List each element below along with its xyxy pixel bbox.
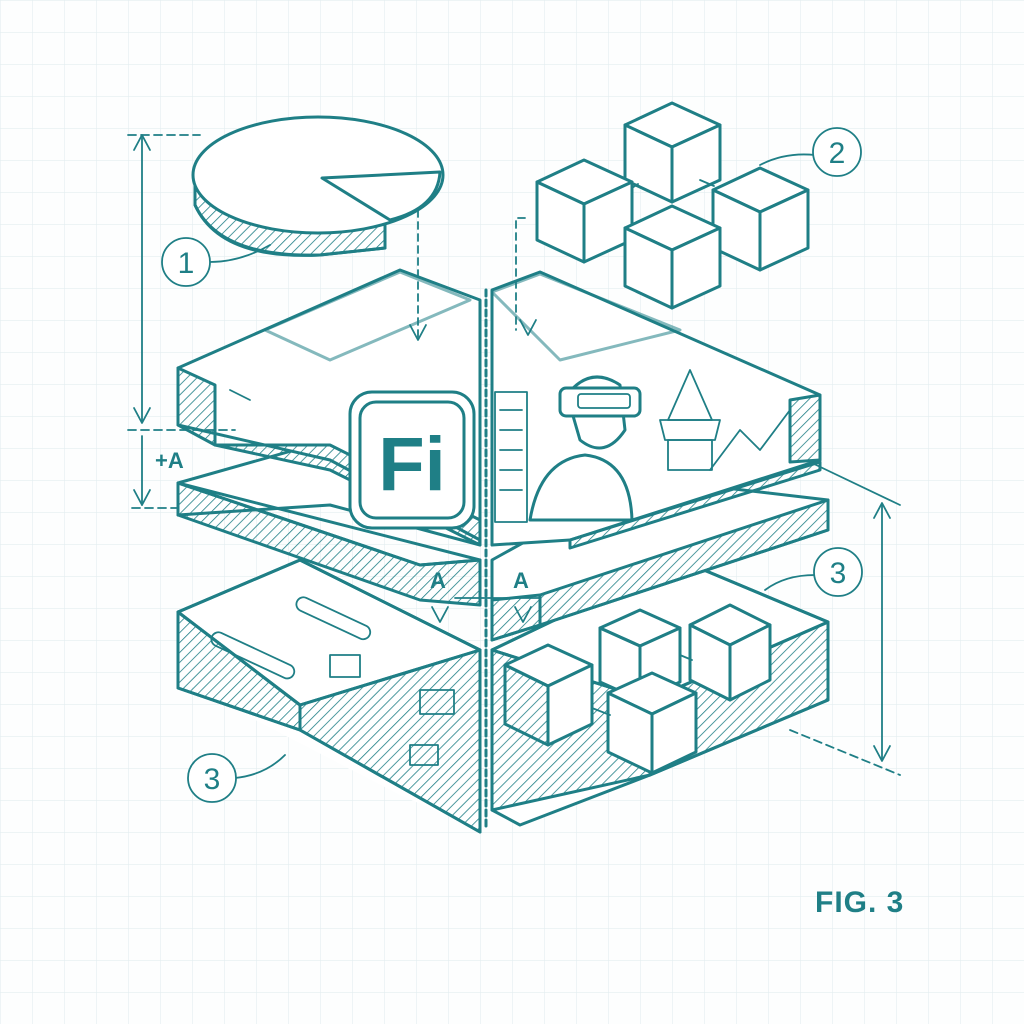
callout-3-right: 3 bbox=[813, 547, 863, 597]
callout-3-left-label: 3 bbox=[204, 763, 221, 796]
dimension-label-plus-a: +A bbox=[155, 448, 184, 473]
callout-3-right-label: 3 bbox=[830, 557, 847, 590]
callout-1-label: 1 bbox=[178, 247, 195, 280]
callout-2: 2 bbox=[812, 127, 862, 177]
dimension-lines bbox=[127, 134, 901, 776]
dimension-label-a-right: A bbox=[513, 568, 529, 593]
callout-3-left: 3 bbox=[187, 753, 237, 803]
fi-logo-text: Fi bbox=[378, 422, 446, 507]
dimension-label-a-left: A bbox=[430, 568, 446, 593]
cube-t3 bbox=[711, 166, 810, 272]
fi-logo-badge: Fi bbox=[348, 390, 476, 530]
vr-person bbox=[528, 375, 642, 522]
cube-network-bottom bbox=[503, 603, 772, 775]
cube-b2 bbox=[688, 603, 772, 702]
vr-city-scene bbox=[494, 369, 791, 523]
callout-leaders bbox=[209, 153, 816, 779]
callout-2-label: 2 bbox=[829, 137, 846, 170]
cube-b4 bbox=[606, 671, 698, 775]
vr-headset-icon bbox=[558, 386, 642, 418]
cube-b3 bbox=[503, 643, 594, 747]
callout-1: 1 bbox=[161, 237, 211, 287]
bottom-layer-left bbox=[176, 558, 482, 834]
cable-bundles bbox=[210, 596, 455, 766]
pie-object bbox=[191, 115, 445, 257]
figure-caption: FIG. 3 bbox=[815, 886, 904, 919]
cube-t4 bbox=[623, 204, 722, 310]
cube-t1 bbox=[623, 101, 722, 204]
cube-t2 bbox=[535, 158, 634, 264]
pagoda-icon bbox=[659, 369, 721, 471]
cube-cluster-top bbox=[535, 101, 810, 310]
building-tower bbox=[494, 391, 528, 523]
